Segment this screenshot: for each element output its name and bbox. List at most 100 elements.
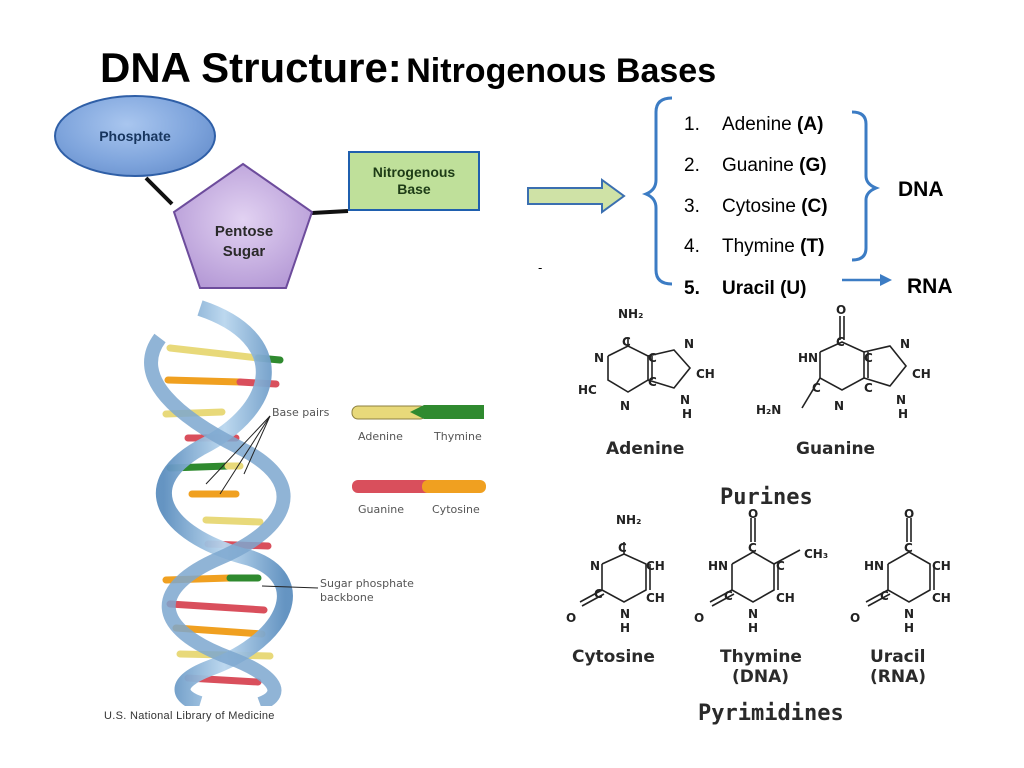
svg-text:C: C [880, 589, 889, 603]
svg-text:C: C [648, 351, 657, 365]
sugar-base-bond [311, 209, 349, 215]
svg-text:NH₂: NH₂ [616, 513, 641, 527]
svg-text:O: O [566, 611, 576, 625]
svg-text:C: C [836, 335, 845, 349]
svg-text:CH: CH [932, 591, 951, 605]
left-brace [641, 96, 673, 286]
list-number: 2. [684, 155, 700, 176]
svg-text:CH: CH [646, 591, 665, 605]
svg-text:HN: HN [708, 559, 728, 573]
svg-text:N: N [590, 559, 600, 573]
svg-text:H: H [748, 621, 758, 635]
backbone-strand-1 [155, 300, 293, 706]
svg-text:HC: HC [578, 383, 597, 397]
base-code: (C) [801, 196, 828, 217]
svg-text:N: N [904, 607, 914, 621]
svg-text:C: C [904, 541, 913, 555]
rna-group-label: RNA [907, 275, 953, 298]
svg-text:O: O [748, 507, 758, 521]
svg-text:C: C [594, 587, 603, 601]
svg-text:N: N [834, 399, 844, 413]
svg-text:C: C [748, 541, 757, 555]
svg-text:O: O [850, 611, 860, 625]
base-line2: Base [397, 181, 431, 197]
structure-label-thymine-dna: (DNA) [732, 667, 789, 687]
backbone-line2: backbone [320, 591, 374, 604]
backbone-label: Sugar phosphate backbone [320, 577, 414, 605]
legend-guanine: Guanine [358, 503, 405, 516]
structure-label-cytosine: Cytosine [572, 647, 655, 667]
callout-lines [205, 415, 319, 589]
base-code: (A) [797, 114, 824, 135]
svg-text:N: N [594, 351, 604, 365]
base-name: Adenine [722, 114, 792, 135]
list-item-adenine: 1. Adenine (A) [684, 114, 823, 136]
list-number: 1. [684, 114, 700, 135]
structure-label-uracil-rna: (RNA) [870, 667, 926, 687]
page-title: DNA Structure: Nitrogenous Bases [100, 44, 716, 92]
purines-label: Purines [720, 485, 813, 510]
svg-text:H: H [682, 407, 692, 421]
list-number: 3. [684, 196, 700, 217]
rna-arrow-icon [842, 274, 892, 286]
dna-group-label: DNA [898, 178, 944, 201]
list-item-thymine: 4.Thymine (T) [684, 236, 824, 258]
phosphate-node: Phosphate [54, 95, 216, 177]
svg-text:CH: CH [932, 559, 951, 573]
svg-text:C: C [812, 381, 821, 395]
pentose-line1: Pentose [214, 223, 274, 240]
svg-text:N: N [620, 607, 630, 621]
list-item-guanine: 2.Guanine (G) [684, 155, 827, 177]
svg-text:NH₂: NH₂ [618, 307, 643, 321]
nitrogenous-base-node: Nitrogenous Base [348, 151, 480, 211]
svg-text:C: C [864, 351, 873, 365]
svg-text:H: H [904, 621, 914, 635]
legend-cytosine: Cytosine [432, 503, 480, 516]
pentose-sugar-label: Pentose Sugar [199, 222, 289, 262]
pentose-line2: Sugar [222, 243, 266, 260]
dna-helix-illustration [144, 300, 486, 706]
backbone-line1: Sugar phosphate [320, 577, 414, 590]
backbone-strand-2 [144, 333, 291, 706]
svg-text:O: O [836, 303, 846, 317]
svg-text:H: H [620, 621, 630, 635]
svg-text:CH: CH [776, 591, 795, 605]
base-name: Cytosine [722, 196, 796, 217]
svg-text:HN: HN [864, 559, 884, 573]
svg-text:N: N [680, 393, 690, 407]
svg-text:CH: CH [646, 559, 665, 573]
svg-text:C: C [724, 589, 733, 603]
list-item-cytosine: 3. Cytosine (C) [684, 196, 828, 218]
dna-brace [851, 110, 881, 262]
svg-text:N: N [748, 607, 758, 621]
svg-text:H₂N: H₂N [756, 403, 781, 417]
base-name: Guanine [722, 155, 794, 176]
base-name: Thymine [722, 236, 795, 257]
stray-dash: - [538, 261, 542, 275]
title-sub: Nitrogenous Bases [406, 52, 717, 90]
base-name: Uracil (U) [722, 278, 807, 299]
legend-guanine-cytosine-bar [352, 480, 486, 493]
svg-text:CH: CH [912, 367, 931, 381]
svg-text:C: C [648, 375, 657, 389]
base-line1: Nitrogenous [372, 164, 456, 180]
svg-text:HN: HN [798, 351, 818, 365]
svg-text:N: N [896, 393, 906, 407]
pyrimidines-label: Pyrimidines [698, 701, 844, 726]
structure-label-guanine: Guanine [796, 439, 875, 459]
phosphate-sugar-bond [144, 176, 174, 206]
svg-text:N: N [684, 337, 694, 351]
structure-label-adenine: Adenine [606, 439, 684, 459]
svg-text:N: N [900, 337, 910, 351]
svg-text:C: C [864, 381, 873, 395]
list-number: 5. [684, 278, 700, 299]
phosphate-label: Phosphate [99, 128, 171, 144]
image-credit: U.S. National Library of Medicine [104, 710, 275, 722]
legend-adenine-thymine-bar [351, 405, 484, 420]
svg-text:C: C [622, 335, 631, 349]
base-code: (T) [800, 236, 825, 257]
structure-label-uracil: Uracil [870, 647, 925, 667]
